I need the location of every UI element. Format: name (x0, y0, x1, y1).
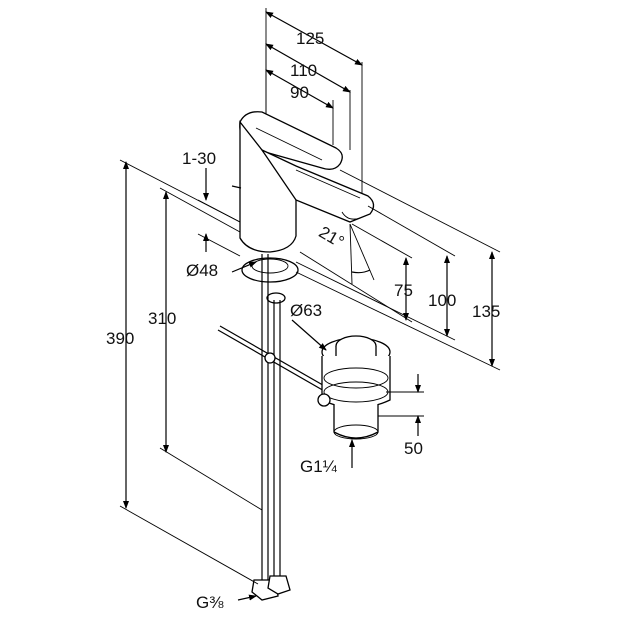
label-d63: Ø63 (290, 301, 322, 320)
right-height-dimensions (295, 169, 501, 371)
waste-linkage (317, 393, 331, 407)
label-310: 310 (148, 309, 176, 328)
ext-line-bottom-310 (159, 447, 263, 511)
angle-arc (351, 269, 371, 274)
label-100: 100 (428, 291, 456, 310)
waste-ring-1 (323, 367, 389, 389)
waste-tail (333, 404, 379, 439)
ext-line-top-75 (351, 223, 413, 259)
label-390: 390 (106, 329, 134, 348)
supply-hoses (217, 254, 329, 601)
label-75: 75 (394, 281, 413, 300)
hose-fitting-right (267, 575, 291, 595)
leader-d63 (291, 319, 327, 351)
label-135: 135 (472, 302, 500, 321)
spout-top-edge (295, 169, 361, 199)
label-125: 125 (296, 29, 324, 48)
left-height-dimensions (119, 159, 263, 585)
leader-d48 (231, 261, 257, 273)
ext-line-top-310 (159, 187, 241, 233)
ext-line-top-100 (367, 205, 456, 257)
ext-line-bottom-75 (299, 251, 413, 323)
pull-rod-knob (231, 185, 242, 189)
ext-line-bottom-390 (119, 505, 259, 585)
dim-line-110 (265, 43, 351, 93)
label-thickness: 1-30 (182, 149, 216, 168)
ext-line-thickness-top (197, 199, 241, 223)
faucet-body (231, 111, 375, 304)
label-g114: G1¼ (300, 457, 338, 476)
waste-tail-bottom (333, 424, 379, 440)
angle-ref-slanted (349, 223, 375, 281)
angle-ref-vertical (349, 223, 353, 285)
ext-line-thickness-bottom (197, 233, 241, 257)
label-d48: Ø48 (186, 261, 218, 280)
label-110: 110 (290, 61, 317, 80)
base-ring (241, 257, 299, 283)
rod-clamp (264, 352, 276, 364)
waste-set (317, 335, 391, 440)
faucet-column (239, 120, 297, 253)
label-g38: G⅜ (196, 593, 224, 612)
leader-g38 (237, 594, 257, 601)
ext-line-top-135 (339, 169, 501, 253)
dim-line-90 (265, 69, 334, 109)
ext-line-bottom-100 (295, 261, 456, 341)
label-90: 90 (290, 83, 309, 102)
top-width-dimensions (265, 8, 363, 200)
dimension-labels: 125 110 90 1-30 Ø48 Ø63 21° 75 100 135 3… (106, 29, 500, 612)
leaders (231, 261, 424, 601)
ext-line-bottom-135 (295, 271, 501, 371)
lever-inner-line (255, 127, 323, 161)
label-angle: 21° (316, 222, 348, 251)
spout-aerator (341, 211, 361, 220)
fixing-nut (266, 292, 286, 304)
label-50: 50 (404, 439, 423, 458)
